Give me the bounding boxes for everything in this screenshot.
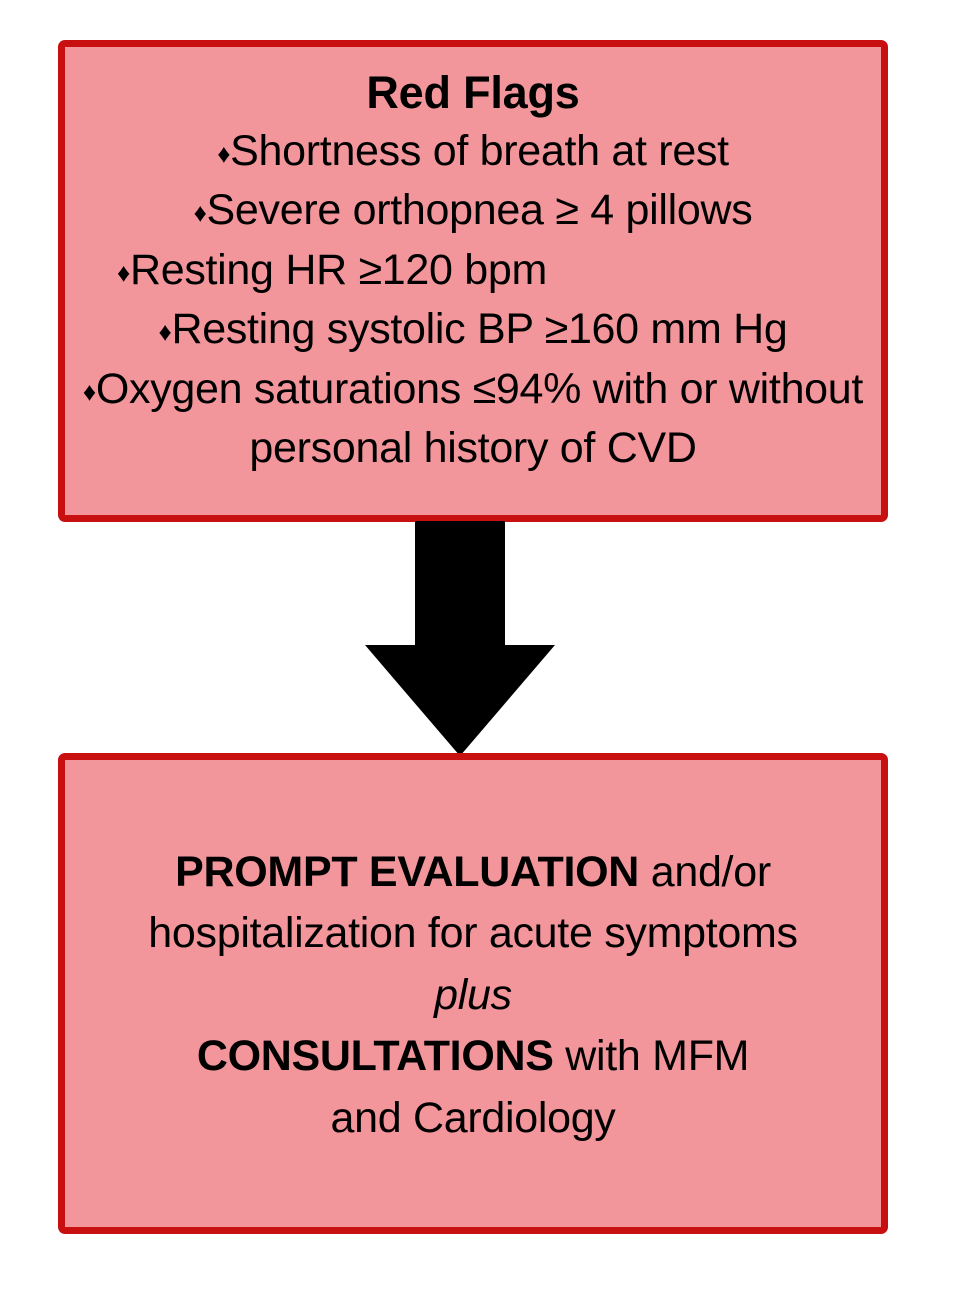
eval-text: and/or: [639, 848, 771, 896]
eval-emphasis: PROMPT EVALUATION: [175, 848, 640, 896]
bullet-text: Resting systolic BP ≥160 mm Hg: [171, 305, 788, 354]
eval-line: plus: [83, 965, 863, 1026]
bullet-text: Severe orthopnea ≥ 4 pillows: [206, 186, 753, 235]
eval-line: hospitalization for acute symptoms: [83, 903, 863, 964]
bullet-text: Resting HR ≥120 bpm: [129, 245, 548, 294]
diamond-bullet-icon: ♦: [217, 138, 231, 168]
down-arrow-icon: [365, 521, 555, 756]
diamond-bullet-icon: ♦: [193, 197, 207, 228]
eval-line: PROMPT EVALUATION and/or: [83, 842, 863, 903]
bullet-text: Shortness of breath at rest: [230, 126, 729, 175]
eval-line: CONSULTATIONS with MFM: [83, 1026, 863, 1087]
list-item: ♦Resting HR ≥120 bpm: [79, 241, 867, 301]
red-flags-box[interactable]: Red Flags ♦Shortness of breath at rest ♦…: [58, 40, 888, 522]
red-flags-bullet-list: ♦Shortness of breath at rest ♦Severe ort…: [79, 122, 867, 479]
eval-emphasis: CONSULTATIONS: [196, 1032, 554, 1081]
eval-text-italic: plus: [434, 970, 512, 1019]
list-item: ♦Resting systolic BP ≥160 mm Hg: [79, 300, 867, 360]
diamond-bullet-icon: ♦: [117, 257, 130, 288]
diamond-bullet-icon: ♦: [158, 316, 172, 347]
eval-line: and Cardiology: [83, 1088, 863, 1149]
prompt-evaluation-box[interactable]: PROMPT EVALUATION and/or hospitalization…: [58, 753, 888, 1234]
bullet-text: Oxygen saturations ≤94% with or without …: [95, 364, 864, 473]
arrow-shape: [365, 521, 555, 756]
red-flags-title: Red Flags: [366, 67, 580, 118]
eval-text: and Cardiology: [330, 1093, 616, 1142]
eval-text: hospitalization for acute symptoms: [148, 909, 798, 958]
diamond-bullet-icon: ♦: [82, 376, 96, 407]
list-item: ♦Severe orthopnea ≥ 4 pillows: [79, 181, 867, 241]
list-item: ♦Shortness of breath at rest: [79, 122, 867, 182]
list-item: ♦Oxygen saturations ≤94% with or without…: [79, 360, 867, 479]
eval-text: with MFM: [553, 1032, 750, 1081]
